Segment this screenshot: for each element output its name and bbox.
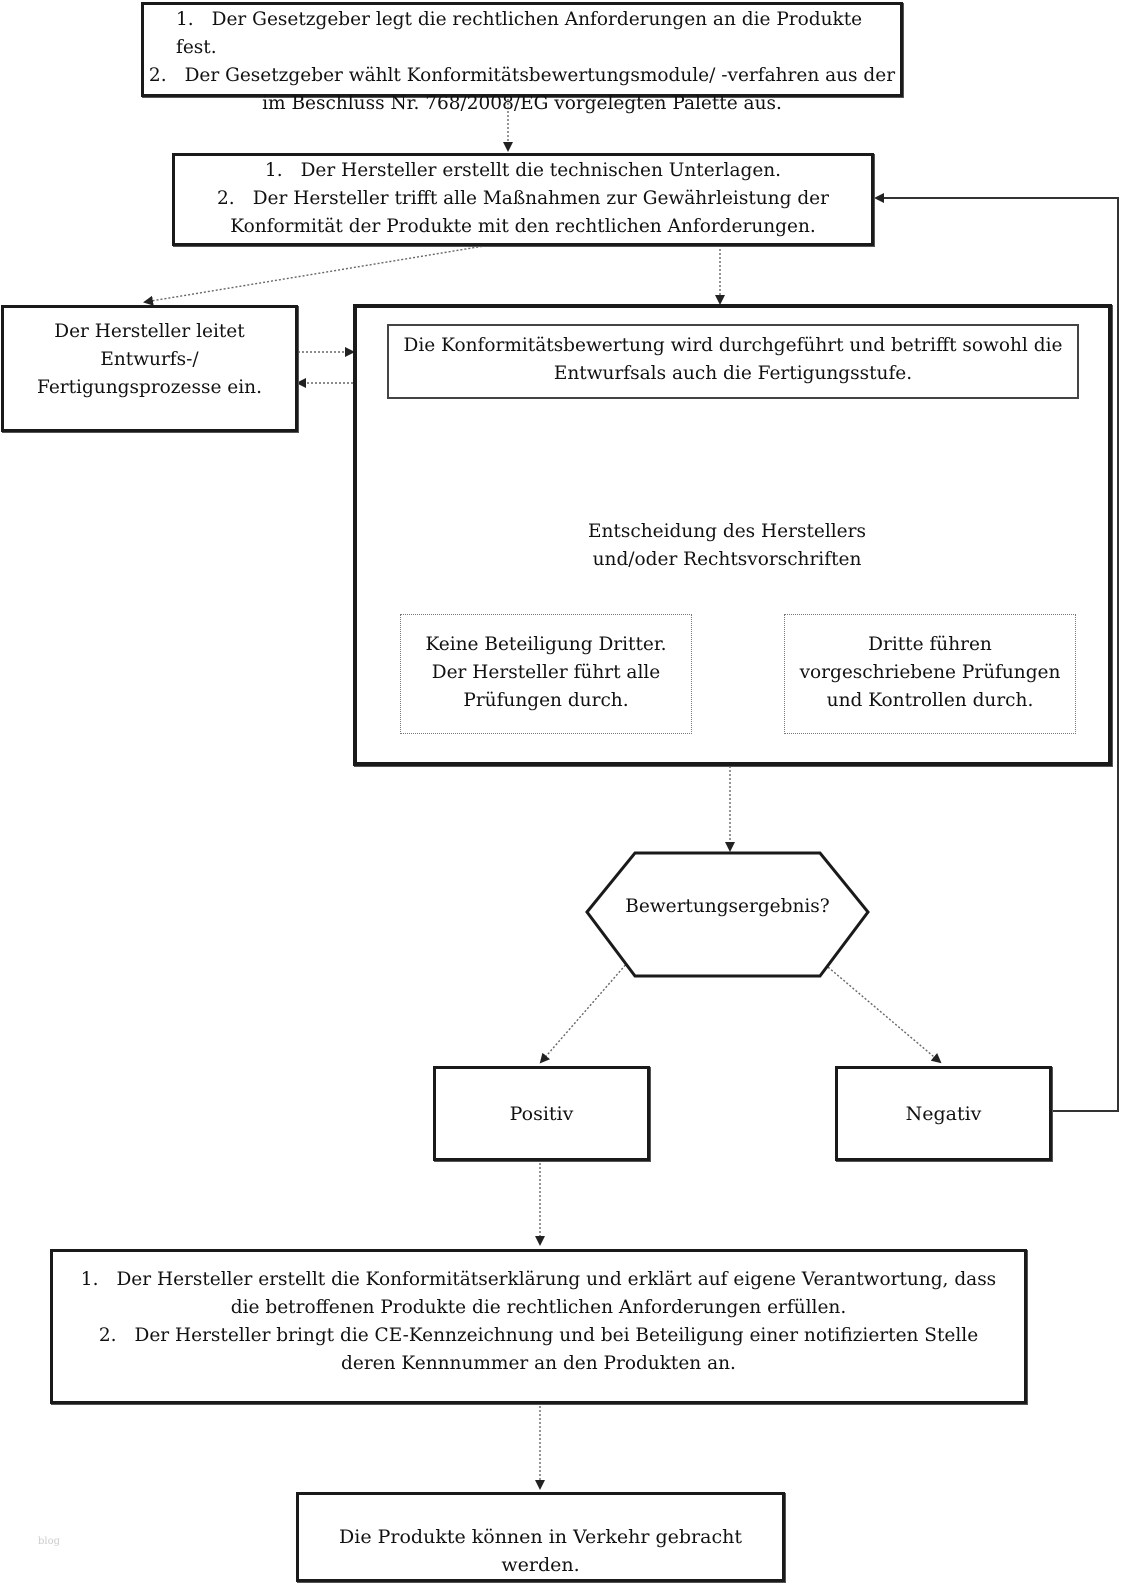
arrow-manufacturer-to-design [143,244,491,306]
market-box: Die Produkte können in Verkehr gebracht … [296,1492,785,1582]
negative-label: Negativ [905,1103,982,1125]
assessment-box: Die Konformitätsbewertung wird durchgefü… [387,324,1079,399]
result-question: Bewertungsergebnis? [625,896,830,917]
manufacturer-item-1: 1.Der Hersteller erstellt die technische… [264,160,782,181]
positive-label: Positiv [509,1103,574,1125]
arrow-negative-feedback [874,193,1119,1112]
manufacturer-item-2: 2.Der Hersteller trifft alle Maßnahmen z… [217,188,829,237]
design-process-box: Der Hersteller leitet Entwurfs-/ Fertigu… [1,305,298,432]
option-no-third-party-text: Keine Beteiligung Dritter. Der Herstelle… [425,634,667,711]
result-hexagon [585,851,870,978]
legislator-item-1: 1.Der Gesetzgeber legt die rechtlichen A… [176,9,863,58]
arrow-result-to-positive [539,961,629,1064]
declaration-item-2: 2.Der Hersteller bringt die CE-Kennzeich… [98,1325,979,1374]
option-third-party-text: Dritte führen vorgeschriebene Prüfungen … [799,634,1061,711]
manufacturer-box: 1.Der Hersteller erstellt die technische… [172,153,874,246]
declaration-item-1: 1.Der Hersteller erstellt die Konformitä… [80,1269,997,1318]
market-text: Die Produkte können in Verkehr gebracht … [339,1526,742,1576]
legislator-item-2: 2.Der Gesetzgeber wählt Konformitätsbewe… [148,65,896,114]
positive-box: Positiv [433,1066,650,1161]
arrow-result-to-negative [821,961,942,1064]
decision-label: Entscheidung des Herstellers und/oder Re… [588,521,866,570]
watermark: blog [38,1536,61,1547]
option-third-party: Dritte führen vorgeschriebene Prüfungen … [784,614,1076,734]
negative-box: Negativ [835,1066,1052,1161]
assessment-text: Die Konformitätsbewertung wird durchgefü… [403,335,1063,384]
option-no-third-party: Keine Beteiligung Dritter. Der Herstelle… [400,614,692,734]
legislator-list: 1.Der Gesetzgeber legt die rechtlichen A… [148,6,896,118]
design-process-text: Der Hersteller leitet Entwurfs-/ Fertigu… [37,321,262,398]
assessment-container: Die Konformitätsbewertung wird durchgefü… [353,304,1112,766]
legislator-box: 1.Der Gesetzgeber legt die rechtlichen A… [141,2,903,114]
declaration-box: 1.Der Hersteller erstellt die Konformitä… [50,1249,1027,1404]
declaration-list: 1.Der Hersteller erstellt die Konformitä… [73,1266,1004,1378]
manufacturer-list: 1.Der Hersteller erstellt die technische… [205,157,841,241]
